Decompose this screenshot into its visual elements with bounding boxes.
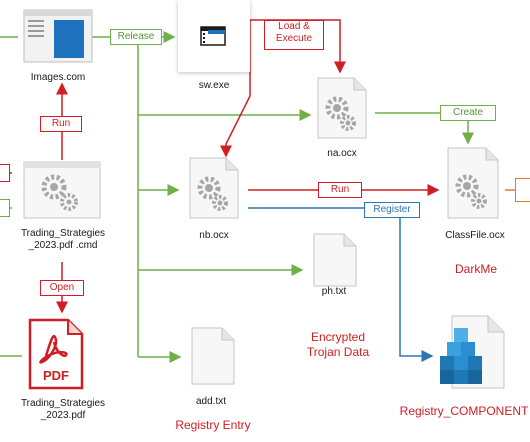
partial-red-tag: [0, 164, 10, 182]
registry-entry-annotation: Registry Entry: [175, 418, 251, 432]
add-txt-label: add.txt: [195, 396, 227, 407]
registry-cubes-icon: [440, 328, 482, 384]
na-ocx-label: na.ocx: [327, 148, 357, 159]
nb-ocx-icon: [182, 156, 246, 220]
executable-window-icon: [200, 26, 226, 46]
register-tag: Register: [364, 202, 420, 218]
sw-exe-label: sw.exe: [198, 80, 230, 91]
trading-cmd-icon: [22, 160, 102, 220]
open-tag: Open: [40, 280, 84, 296]
release-tag: Release: [110, 29, 162, 45]
registry-component-annotation: Registry_COMPONENT: [399, 404, 529, 418]
sw-exe-card: [178, 0, 250, 72]
trading-cmd-label: Trading_Strategies _2023.pdf .cmd: [20, 228, 106, 251]
images-com-label: Images.com: [30, 72, 86, 83]
add-txt-icon: [184, 326, 240, 386]
acrobat-icon: [39, 335, 68, 364]
partial-green-tag: [0, 199, 10, 217]
darkme-annotation: DarkMe: [454, 262, 497, 276]
create-tag: Create: [440, 105, 496, 121]
classfile-ocx-label: ClassFile.ocx: [445, 230, 505, 241]
na-ocx-icon: [310, 76, 374, 140]
edge-load-nb: [220, 50, 251, 158]
run-top-tag: Run: [40, 116, 82, 132]
encrypted-annotation: Encrypted Trojan Data: [306, 330, 370, 359]
pdf-badge: PDF: [43, 368, 69, 383]
pdf-document-icon: PDF: [26, 318, 86, 390]
ph-txt-label: ph.txt: [321, 286, 347, 297]
ph-txt-icon: [306, 232, 362, 288]
run-mid-tag: Run: [318, 182, 362, 198]
images-com-icon: [22, 8, 94, 64]
trading-pdf-label: Trading_Strategies _2023.pdf: [20, 398, 106, 421]
classfile-ocx-icon: [440, 146, 506, 220]
edge-register: [248, 207, 434, 362]
partial-orange-tag: [515, 178, 530, 202]
nb-ocx-label: nb.ocx: [199, 230, 229, 241]
registry-icon: [434, 314, 506, 390]
load-execute-tag: Load & Execute: [264, 20, 324, 50]
